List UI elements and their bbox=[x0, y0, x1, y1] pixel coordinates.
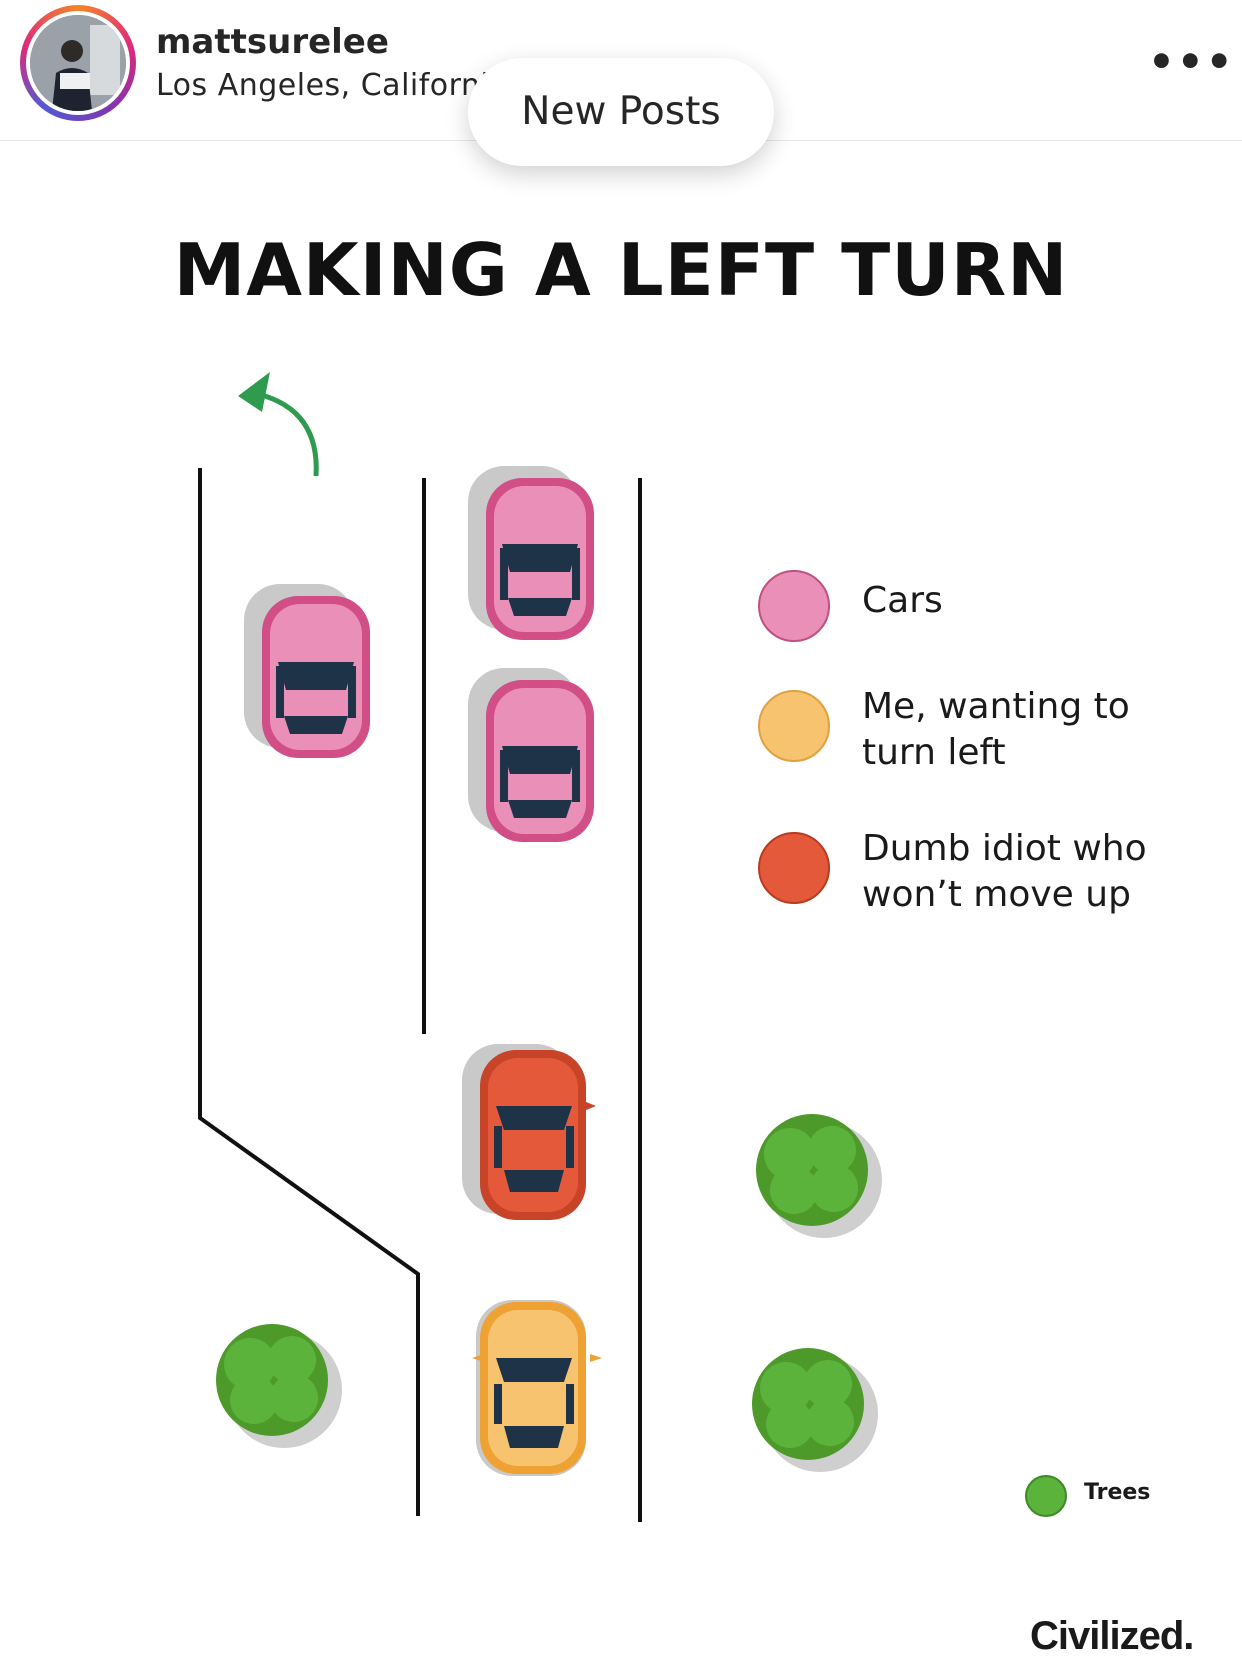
pink-car bbox=[468, 668, 594, 842]
tree bbox=[752, 1348, 878, 1472]
legend-label-cars: Cars bbox=[862, 580, 943, 621]
pink-car bbox=[468, 466, 594, 640]
road-lines bbox=[198, 468, 642, 1522]
username[interactable]: mattsurelee bbox=[156, 22, 389, 62]
legend-dot-me bbox=[758, 690, 830, 762]
pink-car bbox=[244, 584, 370, 758]
brand-logo: Civilized. bbox=[1030, 1614, 1194, 1658]
left-turn-arrow-icon bbox=[238, 372, 319, 477]
legend-dot-trees bbox=[1025, 1475, 1067, 1517]
legend-dot-cars bbox=[758, 570, 830, 642]
left-road-edge bbox=[198, 468, 420, 1516]
location[interactable]: Los Angeles, Californi bbox=[156, 68, 490, 103]
yellow-car bbox=[472, 1300, 602, 1476]
orange-car bbox=[462, 1044, 596, 1220]
avatar-frame bbox=[26, 11, 130, 115]
legend-label-idiot: Dumb idiot who won’t move up bbox=[862, 828, 1147, 915]
avatar-photo bbox=[30, 15, 126, 111]
new-posts-button[interactable]: New Posts bbox=[468, 58, 774, 166]
tree bbox=[756, 1114, 882, 1238]
tree bbox=[216, 1324, 342, 1448]
person-icon bbox=[30, 15, 126, 111]
post-header: mattsurelee Los Angeles, Californi ••• bbox=[0, 0, 1242, 141]
legend-label-trees: Trees bbox=[1084, 1480, 1151, 1505]
legend-dot-idiot bbox=[758, 832, 830, 904]
avatar[interactable] bbox=[20, 5, 136, 121]
legend-label-me: Me, wanting to turn left bbox=[862, 686, 1130, 773]
graphic-title: MAKING A LEFT TURN bbox=[173, 228, 1069, 312]
